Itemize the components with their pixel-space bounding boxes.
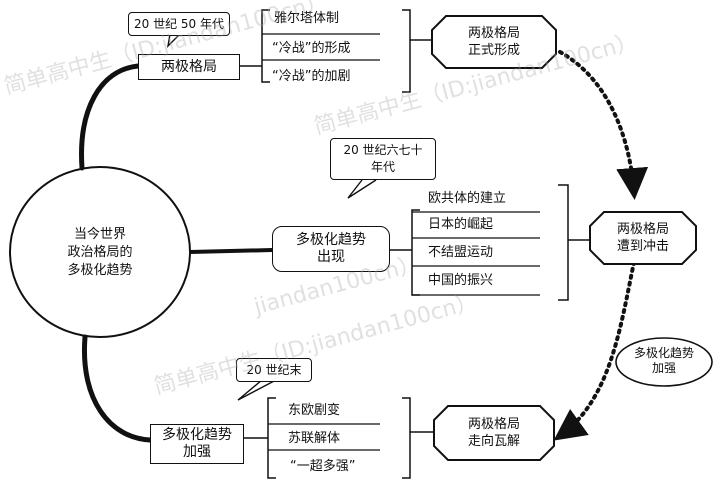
dotted-arrow-bottom <box>553 260 636 441</box>
result-shape-3 <box>433 405 555 461</box>
leaf-china: 中国的振兴 <box>428 273 494 288</box>
leaf-cold-war-intensified: “冷战”的加剧 <box>272 69 351 84</box>
result-1-line-2: 正式形成 <box>467 43 520 58</box>
result-2-line-2: 遭到冲击 <box>616 239 669 254</box>
center-line-3: 多极化趋势 <box>67 263 133 278</box>
dotted-arrow-top <box>558 50 649 200</box>
result-shape-2 <box>589 211 697 265</box>
period-callout-3: 20 世纪末 <box>236 358 312 382</box>
result-3-line-2: 走向瓦解 <box>467 434 520 449</box>
branch-box-bipolar: 两极格局 <box>138 54 240 80</box>
leaf-eastern-europe: 东欧剧变 <box>288 403 341 418</box>
leaf-japan: 日本的崛起 <box>428 217 494 232</box>
result-1-line-1: 两极格局 <box>467 26 520 41</box>
period-2-line-1: 20 世纪六七十 <box>343 143 423 157</box>
leaf-ec: 欧共体的建立 <box>428 191 507 206</box>
leaf-cold-war-formed: “冷战”的形成 <box>272 41 351 56</box>
side-note-line-2: 加强 <box>651 361 676 375</box>
branch-2-line-2: 出现 <box>317 249 345 265</box>
center-line-2: 政治格局的 <box>67 245 133 260</box>
branch-2-line-1: 多极化趋势 <box>296 232 366 248</box>
branch-3-line-2: 加强 <box>183 444 211 460</box>
center-line-1: 当今世界 <box>73 227 126 242</box>
leaf-ussr-collapse: 苏联解体 <box>288 431 341 446</box>
branch-3-line-1: 多极化趋势 <box>162 427 232 443</box>
result-bipolar-challenged: 两极格局 遭到冲击 <box>590 216 696 260</box>
side-note-ellipse <box>615 337 713 387</box>
leaf-yalta: 雅尔塔体制 <box>274 11 340 26</box>
branch-box-multipolar-strengthen: 多极化趋势 加强 <box>150 424 244 464</box>
result-bipolar-formed: 两极格局 正式形成 <box>432 20 556 64</box>
side-note-line-1: 多极化趋势 <box>633 346 694 360</box>
leaf-nam: 不结盟运动 <box>428 245 494 260</box>
side-note: 多极化趋势 加强 <box>620 346 708 376</box>
result-bipolar-collapse: 两极格局 走向瓦解 <box>434 410 554 456</box>
branch-box-multipolar-emerge: 多极化趋势 出现 <box>272 226 390 272</box>
branch-line-1 <box>79 63 141 171</box>
leaf-one-superpower: “一超多强” <box>290 459 356 474</box>
branch-line-3 <box>81 334 153 443</box>
result-3-line-1: 两极格局 <box>467 417 520 432</box>
result-shape-1 <box>431 15 557 69</box>
period-callout-1: 20 世纪 50 年代 <box>128 12 230 36</box>
center-topic: 当今世界 政治格局的 多极化趋势 <box>40 226 160 280</box>
branch-line-2 <box>189 248 273 254</box>
result-2-line-1: 两极格局 <box>616 222 669 237</box>
period-callout-2: 20 世纪六七十 年代 <box>330 138 436 180</box>
period-2-line-2: 年代 <box>370 160 395 174</box>
